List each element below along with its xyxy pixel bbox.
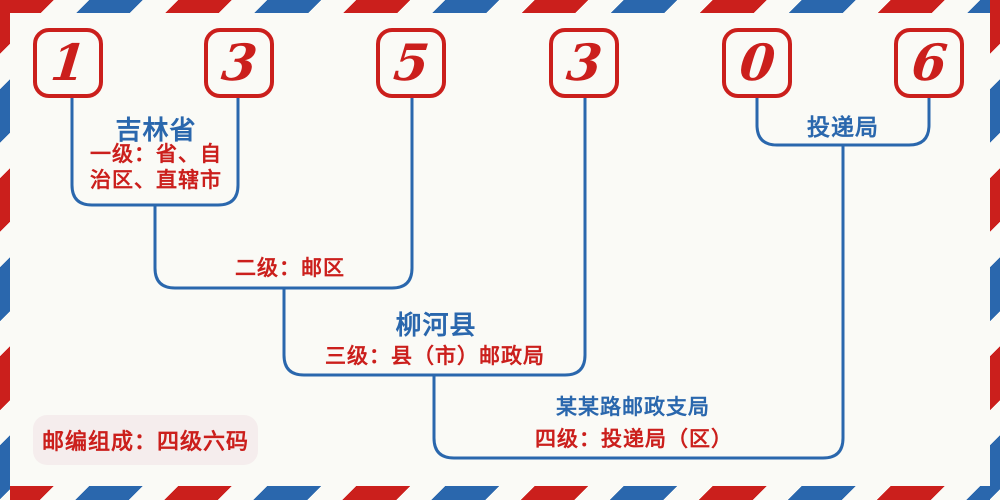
airmail-border-top [0, 0, 1000, 13]
airmail-border-left [0, 0, 10, 500]
digit-box-4: 3 [549, 28, 619, 98]
airmail-border-bottom [0, 486, 1000, 500]
level4-place-name: 某某路邮政支局 [556, 396, 710, 419]
level3-description: 三级：县（市）邮政局 [325, 345, 545, 368]
digit-3: 5 [390, 33, 432, 92]
digit-5: 0 [736, 33, 778, 92]
delivery-bracket [755, 96, 931, 147]
postal-code-composition-badge: 邮编组成：四级六码 [33, 415, 258, 465]
digit-4: 3 [563, 33, 605, 92]
digit-box-2: 3 [204, 28, 274, 98]
digit-6: 6 [908, 33, 950, 92]
level4-bracket [432, 143, 845, 460]
level1-description: 一级：省、自 治区、直辖市 [90, 142, 222, 194]
level1-place-name: 吉林省 [115, 115, 197, 145]
digit-box-3: 5 [376, 28, 446, 98]
level4-description: 四级：投递局（区） [535, 428, 733, 451]
digit-2: 3 [218, 33, 260, 92]
level1-description-line1: 一级：省、自 [90, 143, 222, 166]
digit-box-6: 6 [894, 28, 964, 98]
airmail-border-right [990, 0, 1000, 500]
digit-box-5: 0 [722, 28, 792, 98]
digit-box-1: 1 [33, 28, 103, 98]
level1-description-line2: 治区、直辖市 [90, 169, 222, 192]
level3-place-name: 柳河县 [395, 310, 477, 340]
postal-code-composition-text: 邮编组成：四级六码 [41, 429, 249, 454]
level2-description: 二级：邮区 [235, 257, 345, 280]
delivery-bureau-label: 投递局 [807, 114, 879, 140]
digit-1: 1 [47, 33, 89, 92]
